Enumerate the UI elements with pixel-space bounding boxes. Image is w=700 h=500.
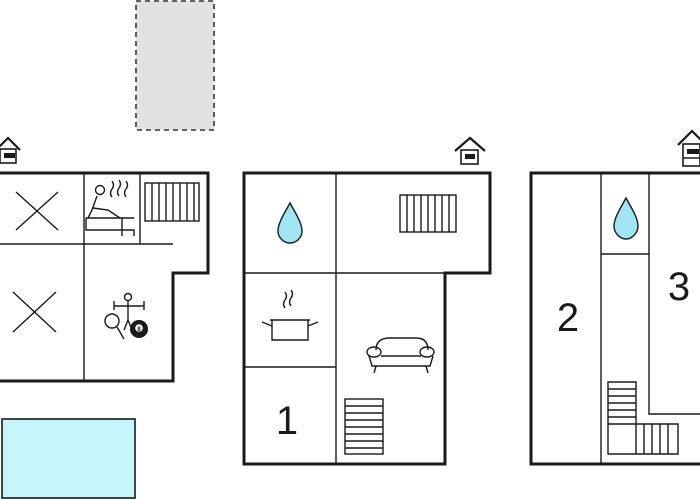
- entrance-house-icon: [0, 136, 21, 164]
- building-left-outline: [0, 171, 210, 383]
- building-right: 2 3: [529, 129, 700, 466]
- room-number-1: 1: [276, 399, 298, 443]
- entrance-house-icon: [454, 136, 486, 165]
- building-left: 8: [0, 136, 210, 383]
- sofa-icon: [366, 337, 435, 374]
- carport-area: [135, 0, 215, 131]
- cooking-pot-icon: [261, 289, 319, 341]
- room-number-3: 3: [668, 265, 690, 309]
- game-room-icon: 8: [104, 292, 148, 340]
- radiator-icon: [399, 194, 457, 233]
- stairs-icon: [607, 381, 679, 455]
- cross-mark-icon: [15, 191, 59, 231]
- room-number-2: 2: [557, 296, 579, 340]
- pool: [1, 418, 136, 499]
- building-right-outline: [529, 171, 700, 466]
- sauna-icon: [85, 179, 135, 236]
- building-middle: 1: [242, 136, 492, 466]
- radiator-icon: [144, 182, 200, 222]
- svg-text:8: 8: [137, 327, 141, 333]
- cross-mark-icon: [12, 291, 57, 333]
- stairs-icon: [344, 398, 384, 455]
- water-drop-icon: [277, 201, 303, 244]
- wall-segment: [648, 254, 700, 415]
- water-drop-icon: [613, 196, 639, 240]
- entrance-house-icon: [677, 129, 700, 167]
